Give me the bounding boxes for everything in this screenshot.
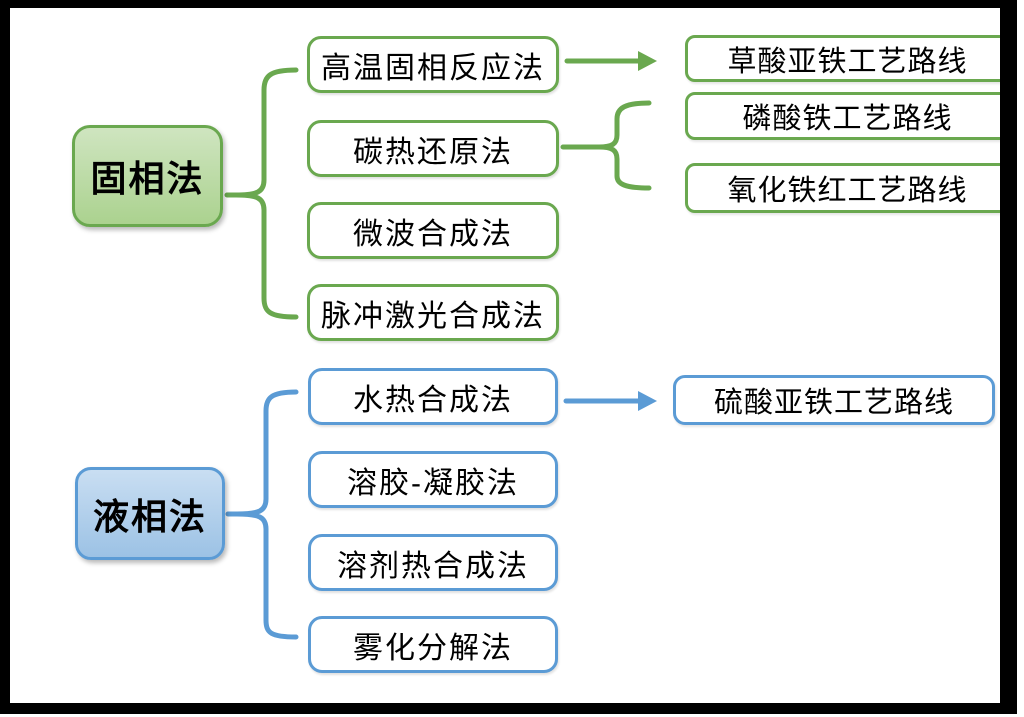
route-box-ferrous-oxalate: 草酸亚铁工艺路线 (685, 35, 1010, 82)
solid-method-box-high-temp: 高温固相反应法 (307, 36, 559, 93)
liquid-method-box-sol-gel: 溶胶-凝胶法 (308, 451, 558, 508)
solid-arrowhead-icon (638, 51, 657, 71)
solid-phase-parent-box: 固相法 (72, 125, 223, 227)
route-box-ferrous-sulfate: 硫酸亚铁工艺路线 (673, 375, 995, 425)
liquid-arrowhead-icon (638, 391, 657, 411)
liquid-method-box-atomization: 雾化分解法 (308, 616, 558, 673)
solid-method-box-carbothermal: 碳热还原法 (307, 120, 559, 177)
solid-phase-brace-connector (224, 67, 299, 320)
liquid-method-box-solvothermal: 溶剂热合成法 (308, 534, 558, 591)
liquid-method-box-hydrothermal: 水热合成法 (308, 368, 558, 425)
carbothermal-brace-connector (560, 100, 652, 191)
route-box-iron-phosphate: 磷酸铁工艺路线 (685, 92, 1010, 140)
route-box-iron-oxide-red: 氧化铁红工艺路线 (685, 163, 1010, 213)
solid-method-box-pulsed-laser: 脉冲激光合成法 (307, 284, 559, 341)
solid-method-box-microwave: 微波合成法 (307, 202, 559, 259)
liquid-phase-parent-box: 液相法 (75, 467, 225, 560)
liquid-phase-brace-connector (225, 389, 299, 640)
